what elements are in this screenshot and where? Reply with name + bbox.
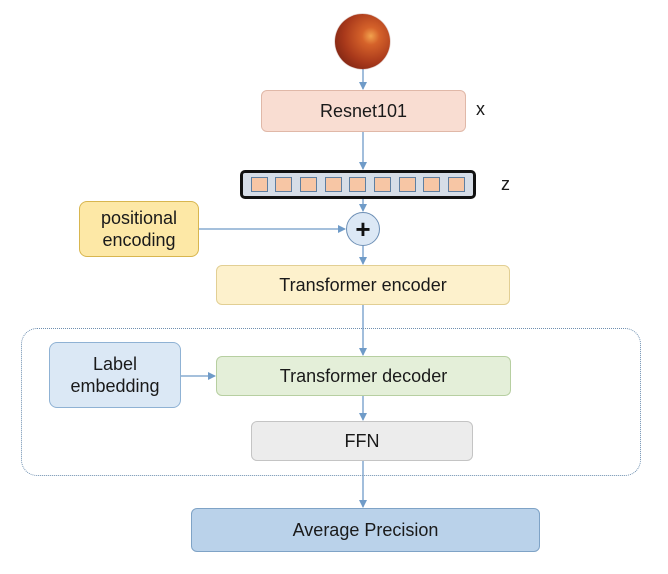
feature-cell <box>349 177 367 192</box>
feature-cell <box>275 177 293 192</box>
label-embedding-box: Label embedding <box>49 342 181 408</box>
z-label: z <box>501 174 510 194</box>
feature-cell <box>300 177 318 192</box>
ffn-box: FFN <box>251 421 473 461</box>
feature-cell <box>374 177 392 192</box>
feature-vector-z <box>240 170 476 199</box>
resnet-box: Resnet101 <box>261 90 466 132</box>
decoder-group-frame <box>21 328 641 476</box>
add-operator-icon: + <box>346 212 380 246</box>
average-precision-box: Average Precision <box>191 508 540 552</box>
feature-cell <box>398 177 416 192</box>
x-label: x <box>476 99 485 119</box>
feature-cell <box>448 177 466 192</box>
retinal-image <box>335 14 390 69</box>
feature-cell <box>324 177 342 192</box>
transformer-encoder-box: Transformer encoder <box>216 265 510 305</box>
positional-encoding-box: positional encoding <box>79 201 199 257</box>
feature-cell <box>423 177 441 192</box>
feature-cell <box>250 177 268 192</box>
transformer-decoder-box: Transformer decoder <box>216 356 511 396</box>
